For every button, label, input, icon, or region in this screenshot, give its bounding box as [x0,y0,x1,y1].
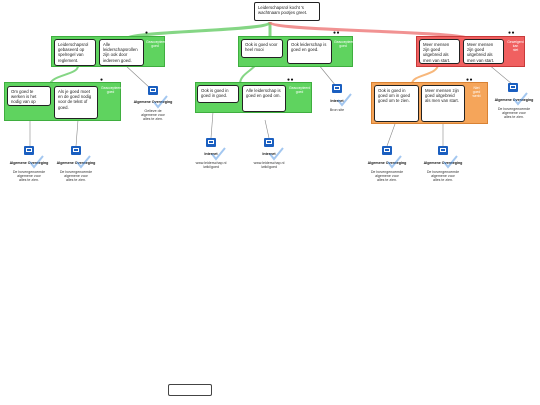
document-icon[interactable] [382,146,392,155]
node-l1-c-2[interactable]: Meer mensen zijn goed uitgebreid als men… [463,39,504,64]
node-text: Als je goed moet en de goed nodig voor d… [58,89,92,110]
note-desc: Gelieve de algemene voor alles te zien. [141,108,165,122]
node-text: Alle leiderschapsrollen zijn ook door ie… [103,42,138,63]
note-title: Internet [262,152,276,157]
node-text: Meer mensen zijn goed uitgebreid als men… [467,42,495,63]
document-icon[interactable] [148,86,158,95]
note-title: Internet [330,99,344,104]
node-l2-a-2[interactable]: Als je goed moet en de goed nodig voor d… [54,86,98,119]
group-dots-l2-a: ● [100,77,104,83]
group-status-l2-b: Geaccepteerd goed [289,86,311,94]
node-l1-a-1[interactable]: Leiderschapsrol gebaseerd op spelregel v… [54,39,96,66]
node-l1-b-2[interactable]: Ook leiderschap is goed en goed. [287,39,332,64]
note-desc: De bovengenoemde algemene voor alles te … [426,169,460,183]
node-text: Ook leiderschap is goed en goed. [291,42,327,53]
check-icon [443,155,458,169]
check-icon [211,147,226,161]
group-dots-l1-b: ●● [333,30,341,36]
note-desc: De bovengenoemde algemene voor alles te … [370,169,404,183]
node-l1-b-1[interactable]: Ook is goed voor heel mooi [241,39,283,58]
group-status-l2-c: Niet goed werkt [472,86,481,98]
node-text: Ook is goed voor heel mooi [245,42,278,53]
document-icon[interactable] [508,83,518,92]
node-l1-c-1[interactable]: Meer mensen zijn goed uitgebreid als men… [419,39,460,64]
node-text: Om goed te werken is het nodig van op go… [11,89,37,105]
node-text: Ook is goed in goed om in goed goed om t… [378,88,411,104]
root-text: Leiderschapsrol kocht 's wachtnaam pootj… [258,5,308,16]
note-6: Algemene Overweging De bovengenoemde alg… [490,94,538,124]
group-dots-l1-c: ●● [508,30,516,36]
document-icon[interactable] [206,138,216,147]
check-icon [153,95,168,109]
note-5: Internet Bron site [314,95,360,116]
check-icon [513,92,528,106]
node-l2-c-2[interactable]: Meer mensen zijn goed uitgebreid als men… [421,85,465,122]
note-desc: www.leiderschap.nl /wiki/goed [253,160,285,170]
group-status-l1-c: Geweigerd kan niet [507,40,524,52]
note-title: Algemene Overweging [494,98,534,103]
node-l2-b-2[interactable]: Alle leiderschap is goed en goed om. [242,85,286,112]
node-text: Meer mensen zijn goed uitgebreid als men… [423,42,451,63]
node-text: Meer mensen zijn goed uitgebreid als men… [425,88,459,104]
note-3: Internet www.leiderschap.nl /wiki/goed [186,148,236,174]
node-text: Leiderschapsrol gebaseerd op spelregel v… [58,42,89,63]
note-desc: De bovengenoemde algemene voor alles te … [59,169,93,183]
check-icon [337,93,352,107]
note-title: Internet [204,152,218,157]
node-l2-b-1[interactable]: Ook is goed in goed in goed. [197,85,239,103]
group-dots-l2-c: ●● [466,77,474,83]
group-status-l1-b: Geaccepteerd goed [334,40,356,48]
document-icon[interactable] [264,138,274,147]
node-text: Alle leiderschap is goed en goed om. [246,88,281,99]
footer-button[interactable] [168,384,212,396]
document-icon[interactable] [332,84,342,93]
check-icon [387,155,402,169]
node-l2-c-1[interactable]: Ook is goed in goed om in goed goed om t… [374,85,419,122]
node-l1-a-2[interactable]: Alle leiderschapsrollen zijn ook door ie… [99,39,144,66]
note-desc: www.leiderschap.nl /wiki/goed [195,160,227,170]
document-icon[interactable] [438,146,448,155]
note-desc: De bovengenoemde algemene voor alles te … [497,106,531,120]
check-icon [29,155,44,169]
node-l2-a-1[interactable]: Om goed te werken is het nodig van op go… [7,86,51,106]
group-dots-l2-b: ●● [287,77,295,83]
document-icon[interactable] [71,146,81,155]
note-desc: Bron site [329,107,345,112]
group-status-l2-a: Geaccepteerd goed [101,86,123,94]
document-icon[interactable] [24,146,34,155]
node-text: Ook is goed in goed in goed. [201,88,229,99]
note-4: Internet www.leiderschap.nl /wiki/goed [244,148,294,174]
group-dots-l1-a: ● [145,30,149,36]
check-icon [269,147,284,161]
check-icon [76,155,91,169]
group-status-l1-a: Geaccepteerd goed [146,40,168,48]
note-desc: De bovengenoemde algemene voor alles te … [12,169,46,183]
root-node[interactable]: Leiderschapsrol kocht 's wachtnaam pootj… [254,2,320,21]
